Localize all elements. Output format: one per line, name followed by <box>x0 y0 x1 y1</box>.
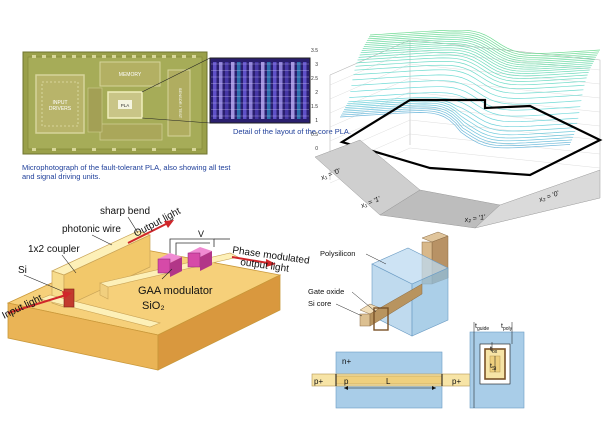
z-tick-label: 3.5 <box>311 48 318 54</box>
detail-column <box>213 62 217 119</box>
svg-text:DRIVERS: DRIVERS <box>49 106 72 112</box>
surface-line <box>349 92 580 117</box>
chip-label-input-drivers: INPUT <box>53 100 68 106</box>
surface-line <box>360 47 591 72</box>
surface-line <box>354 64 585 90</box>
surface-line <box>369 29 601 54</box>
z-tick-label: 2 <box>315 90 318 96</box>
output-arrow <box>164 220 174 228</box>
surface-line <box>365 37 596 62</box>
detail-column <box>237 62 241 119</box>
label-polysilicon: Polysilicon <box>320 249 355 258</box>
detail-column <box>273 62 277 119</box>
label-gate-oxide: Gate oxide <box>308 287 344 296</box>
label-t-si: tSi <box>490 363 496 372</box>
surface-line <box>353 69 584 94</box>
label-n-plus: n+ <box>342 357 351 366</box>
detail-column <box>267 62 271 119</box>
surface-gridline <box>329 105 601 142</box>
label-coupler: 1x2 coupler <box>28 244 80 255</box>
detail-column <box>297 62 301 119</box>
detail-column <box>303 62 307 119</box>
gaa-modulator <box>157 247 212 277</box>
input-arrow <box>62 291 72 299</box>
surface-line <box>347 98 578 128</box>
axis-label-x2-1: x₂ = '1' <box>463 214 486 224</box>
label-sharp-bend: sharp bend <box>100 206 150 217</box>
z-tick-label: 1.5 <box>311 104 318 110</box>
label-t-guide: tguide <box>475 323 489 332</box>
gaa-structure-diagram: Polysilicon Gate oxide Si core n+ p+ p L… <box>308 231 525 409</box>
surface-line <box>346 100 577 132</box>
chip-label-side: SENSOR / TEST <box>178 88 183 119</box>
z-tick-label: 1 <box>315 118 318 124</box>
surface-gridline <box>329 91 601 128</box>
label-si: Si <box>18 265 27 276</box>
photonic-panel: V sharp bend photonic wire Output light … <box>0 195 310 424</box>
surface-line <box>348 96 579 123</box>
detail-column <box>249 62 253 119</box>
pad-ring <box>32 55 196 151</box>
surface-line <box>358 52 589 77</box>
label-p-plus-right: p+ <box>452 377 461 386</box>
surface-line <box>340 110 572 147</box>
z-tick-label: 0 <box>315 146 318 152</box>
z-tick-label: 3 <box>315 62 318 68</box>
micrograph-caption: Microphotograph of the fault-tolerant PL… <box>22 163 231 181</box>
surface-line <box>356 57 587 82</box>
micrograph-panel: INPUT DRIVERS MEMORY PLA SENSOR / TEST D… <box>0 0 351 200</box>
detail-column <box>279 62 283 119</box>
detail-column <box>291 62 295 119</box>
surface-line <box>342 108 573 144</box>
surface-gridline <box>329 63 601 100</box>
surface-line <box>350 86 581 111</box>
label-gaa-modulator: GAA modulator <box>138 285 213 297</box>
plateau-outline <box>339 98 603 177</box>
surface-line <box>367 33 598 58</box>
surface-line <box>359 49 590 74</box>
chip-label-pla: PLA <box>121 103 130 108</box>
surface-line <box>345 102 576 136</box>
surface-line <box>357 54 588 79</box>
z-tick-label: 0.5 <box>311 132 318 138</box>
surface-line <box>361 45 592 70</box>
gaa-structure-panel: Polysilicon Gate oxide Si core n+ p+ p L… <box>300 228 607 424</box>
label-sio2: SiO₂ <box>142 300 165 312</box>
detail-column <box>243 62 247 119</box>
chip-label-memory: MEMORY <box>119 72 142 78</box>
surface-line <box>362 43 593 68</box>
detail-column <box>219 62 223 119</box>
detail-caption: Detail of the layout of the core PLA. <box>233 127 351 136</box>
label-length: L <box>386 377 391 386</box>
detail-column <box>225 62 229 119</box>
label-p-plus-left: p+ <box>314 377 323 386</box>
detail-column <box>231 62 235 119</box>
detail-column <box>261 62 265 119</box>
surface-line <box>363 41 594 66</box>
label-v: V <box>198 229 204 239</box>
surface-plot: 00.511.522.533.5 x₁ = '0' x₁ = '1' x₂ = … <box>311 29 603 229</box>
detail-column <box>255 62 259 119</box>
label-p: p <box>344 377 349 386</box>
surface-line <box>368 31 600 56</box>
label-t-ox: tox <box>490 346 498 355</box>
surface-line <box>366 35 597 60</box>
surface-line <box>339 112 571 149</box>
surface-line <box>343 106 574 142</box>
label-photonic-wire: photonic wire <box>62 224 121 235</box>
chip-microphotograph: INPUT DRIVERS MEMORY PLA SENSOR / TEST <box>22 51 311 155</box>
detail-column <box>285 62 289 119</box>
surface-line <box>351 80 582 105</box>
label-si-core: Si core <box>308 299 331 308</box>
surface-line <box>364 39 595 64</box>
photonic-device-diagram: V sharp bend photonic wire Output light … <box>0 206 310 371</box>
surface-line <box>355 60 586 86</box>
detail-layout-image <box>209 57 311 124</box>
phase-output-arrow <box>266 259 276 267</box>
surface-line <box>352 74 583 99</box>
surface-line <box>344 104 575 139</box>
z-tick-label: 2.5 <box>311 76 318 82</box>
label-t-poly: tpoly <box>501 323 513 332</box>
